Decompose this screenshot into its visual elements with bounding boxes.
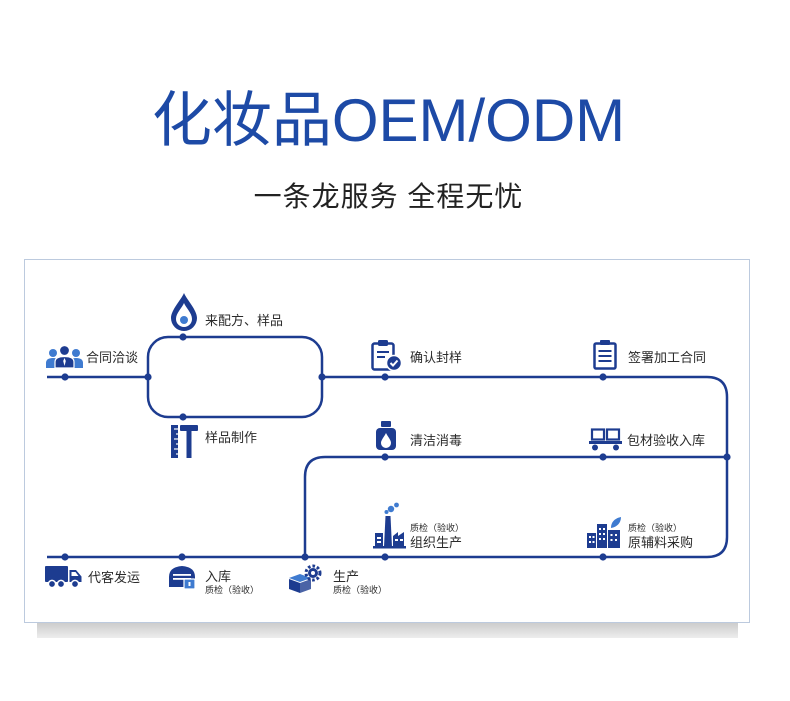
- step-label-contract-negotiation: 合同洽谈: [86, 350, 139, 365]
- flow-node: [61, 553, 69, 561]
- step-label-organize-production: 组织生产: [410, 535, 463, 550]
- flow-node: [723, 453, 731, 461]
- flow-node: [179, 413, 187, 421]
- flow-node: [599, 373, 607, 381]
- cart-boxes-icon: [589, 428, 622, 451]
- box-gear-icon: [289, 564, 322, 593]
- step-label-sample-making: 样品制作: [205, 430, 258, 445]
- bottle-icon: [376, 421, 396, 450]
- step-label-warehousing: 入库: [205, 569, 232, 584]
- truck-icon: [45, 566, 82, 589]
- main-flow-line: [47, 375, 729, 559]
- clipboard-check-icon: [371, 340, 403, 372]
- step-label-clean-disinfect: 清洁消毒: [410, 433, 463, 448]
- sample-loop-line: [146, 335, 324, 419]
- step-label-material-purchase: 原辅料采购: [628, 535, 694, 550]
- flow-node: [179, 333, 187, 341]
- step-qc-organize-production: 质检（验收）: [410, 523, 465, 533]
- factory-icon: [373, 502, 406, 549]
- flow-node: [381, 373, 389, 381]
- step-qc-material-purchase: 质检（验收）: [628, 523, 683, 533]
- step-qc-warehousing: 质检（验收）: [205, 585, 260, 595]
- contract-document-icon: [593, 340, 617, 370]
- step-label-packaging-inspection: 包材验收入库: [627, 433, 706, 448]
- flow-node: [144, 373, 152, 381]
- flow-node: [318, 373, 326, 381]
- page-subtitle: 一条龙服务 全程无忧: [253, 181, 524, 212]
- flow-node: [301, 553, 309, 561]
- panel-shadow: [37, 623, 738, 638]
- middle-flow-line: [303, 455, 727, 557]
- step-label-shipping: 代客发运: [88, 570, 141, 585]
- people-icon: [46, 344, 83, 369]
- flow-node: [599, 553, 607, 561]
- step-qc-production: 质检（验收）: [333, 585, 388, 595]
- flow-node: [381, 453, 389, 461]
- step-label-production: 生产: [333, 569, 360, 584]
- flow-node: [61, 373, 69, 381]
- page-title: 化妆品OEM/ODM: [151, 87, 626, 154]
- water-drop-icon: [171, 293, 197, 331]
- flow-node: [599, 453, 607, 461]
- flow-node: [178, 553, 186, 561]
- warehouse-icon: [169, 566, 196, 590]
- green-building-icon: [587, 517, 621, 548]
- step-label-sign-contract: 签署加工合同: [628, 350, 707, 365]
- flow-nodes: [61, 333, 731, 561]
- step-label-confirm-seal: 确认封样: [410, 350, 463, 365]
- step-label-formula-sample: 来配方、样品: [205, 313, 284, 328]
- flow-node: [381, 553, 389, 561]
- ruler-hammer-icon: [171, 425, 198, 458]
